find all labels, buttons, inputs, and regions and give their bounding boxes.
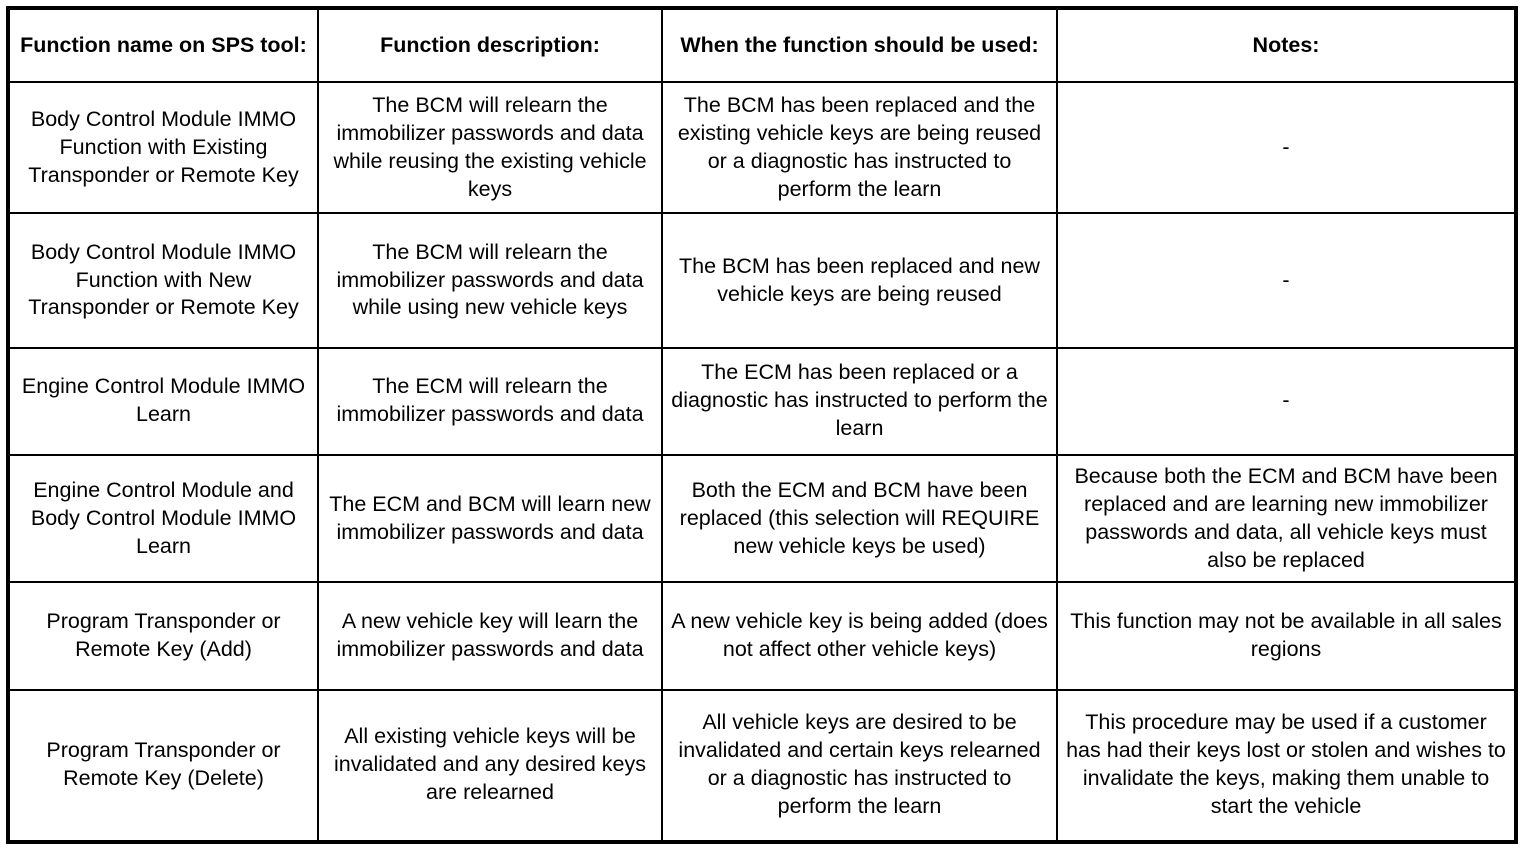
cell-function-name: Engine Control Module and Body Control M…	[7, 453, 319, 584]
column-header-notes: Notes:	[1056, 7, 1517, 83]
cell-notes: -	[1056, 80, 1517, 215]
table-row: Program Transponder or Remote Key (Add) …	[7, 581, 1517, 691]
header-row: Function name on SPS tool: Function desc…	[7, 7, 1517, 83]
cell-when-used: All vehicle keys are desired to be inval…	[661, 688, 1058, 844]
cell-when-used: Both the ECM and BCM have been replaced …	[661, 453, 1058, 584]
cell-notes: -	[1056, 346, 1517, 456]
cell-function-name: Program Transponder or Remote Key (Add)	[7, 581, 319, 691]
cell-when-used: A new vehicle key is being added (does n…	[661, 581, 1058, 691]
table-row: Body Control Module IMMO Function with E…	[7, 80, 1517, 215]
table-header: Function name on SPS tool: Function desc…	[7, 7, 1517, 83]
table-row: Engine Control Module IMMO Learn The ECM…	[7, 346, 1517, 456]
column-header-when-used: When the function should be used:	[661, 7, 1058, 83]
cell-function-description: A new vehicle key will learn the immobil…	[317, 581, 663, 691]
cell-when-used: The ECM has been replaced or a diagnosti…	[661, 346, 1058, 456]
cell-function-description: The ECM and BCM will learn new immobiliz…	[317, 453, 663, 584]
cell-notes: This function may not be available in al…	[1056, 581, 1517, 691]
cell-notes: -	[1056, 212, 1517, 349]
cell-function-description: The BCM will relearn the immobilizer pas…	[317, 212, 663, 349]
cell-function-description: All existing vehicle keys will be invali…	[317, 688, 663, 844]
cell-function-name: Engine Control Module IMMO Learn	[7, 346, 319, 456]
table-body: Body Control Module IMMO Function with E…	[7, 80, 1517, 844]
cell-notes: This procedure may be used if a customer…	[1056, 688, 1517, 844]
cell-function-description: The BCM will relearn the immobilizer pas…	[317, 80, 663, 215]
column-header-function-description: Function description:	[317, 7, 663, 83]
cell-function-name: Program Transponder or Remote Key (Delet…	[7, 688, 319, 844]
column-header-function-name: Function name on SPS tool:	[7, 7, 319, 83]
cell-notes: Because both the ECM and BCM have been r…	[1056, 453, 1517, 584]
cell-function-name: Body Control Module IMMO Function with E…	[7, 80, 319, 215]
table-row: Engine Control Module and Body Control M…	[7, 453, 1517, 584]
cell-function-description: The ECM will relearn the immobilizer pas…	[317, 346, 663, 456]
sps-function-table: Function name on SPS tool: Function desc…	[6, 6, 1518, 844]
cell-function-name: Body Control Module IMMO Function with N…	[7, 212, 319, 349]
cell-when-used: The BCM has been replaced and the existi…	[661, 80, 1058, 215]
table-row: Body Control Module IMMO Function with N…	[7, 212, 1517, 349]
table-row: Program Transponder or Remote Key (Delet…	[7, 688, 1517, 844]
cell-when-used: The BCM has been replaced and new vehicl…	[661, 212, 1058, 349]
